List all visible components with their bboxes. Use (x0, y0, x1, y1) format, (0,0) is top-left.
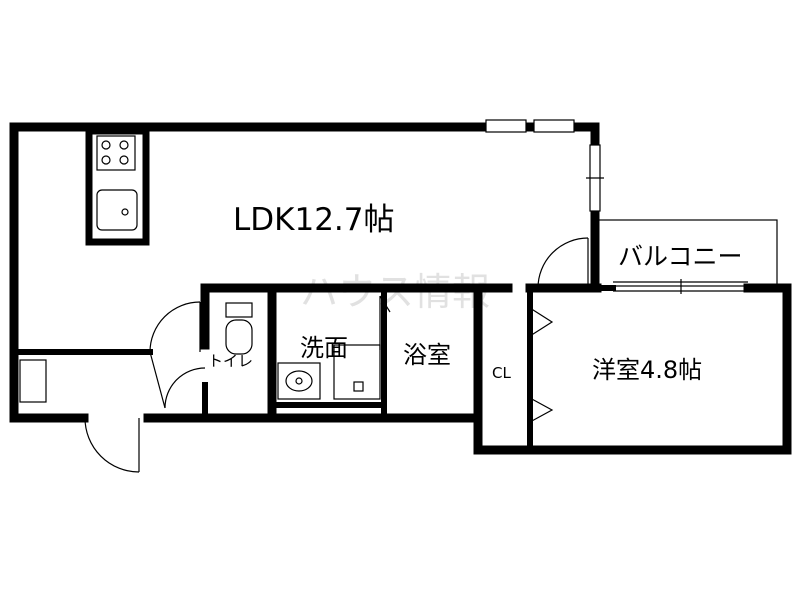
toilet-fixture (225, 302, 253, 355)
washroom-label: 洗面 (300, 334, 348, 362)
closet-label: CL (492, 364, 511, 382)
kitchen-counter (85, 127, 150, 246)
balcony-label: バルコニー (618, 242, 743, 271)
wash-basin (277, 362, 321, 400)
ldk-windows (485, 119, 604, 212)
toilet-label: トイレ (208, 352, 253, 370)
walls (9, 122, 792, 455)
doors (84, 237, 589, 473)
washing-machine-space (333, 344, 381, 400)
shoe-cabinet (19, 359, 47, 403)
western-room-label: 洋室4.8帖 (592, 356, 702, 384)
bath-label: 浴室 (403, 341, 451, 369)
drain (353, 381, 364, 392)
ldk-label: LDK12.7帖 (233, 202, 395, 238)
